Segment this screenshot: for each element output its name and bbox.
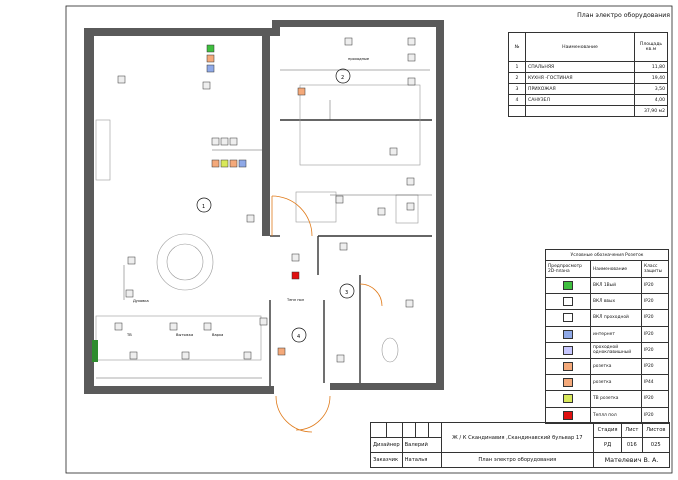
- legend-caption: Условные обозначения Розеток: [545, 249, 669, 261]
- legend-class: IP20: [641, 341, 669, 359]
- legend-name: ВКЛ 1Вый: [590, 276, 642, 295]
- rooms-cell: 4: [508, 94, 526, 106]
- stamp-cell: [401, 422, 416, 438]
- switch-pass-icon: [563, 313, 573, 323]
- rooms-cell: 4,00: [634, 94, 668, 106]
- doors: [271, 195, 383, 433]
- internet-socket-icon: [563, 329, 573, 339]
- room-markers: [196, 68, 355, 343]
- table-row: 1 СПАЛЬНЯЯ 11,80: [508, 61, 668, 73]
- legend-name: ТВ розетка: [590, 390, 642, 408]
- rooms-table-header: № Наименование Площадь кв.м: [508, 32, 668, 62]
- wiring: [96, 69, 432, 379]
- legend-name: ВКЛ проходной: [590, 309, 642, 327]
- legend-class: IP20: [641, 309, 669, 327]
- rooms-cell: 11,80: [634, 61, 668, 73]
- legend-name: проходной одноклавишный: [590, 341, 642, 359]
- project-name: Ж / К Скандинавия ,Скандинавский бульвар…: [440, 422, 595, 453]
- tv-socket-icon: [563, 394, 573, 404]
- rooms-cell: ПРИХОЖАЯ: [525, 83, 635, 95]
- stamp-cell: [414, 422, 429, 438]
- heated-floor-icon: [563, 410, 573, 420]
- legend-name: Теплл пол: [590, 406, 642, 424]
- window-green: [92, 340, 98, 362]
- rooms-cell: [525, 105, 635, 117]
- author-name: Мателевич В. А.: [593, 452, 670, 468]
- rooms-table: № Наименование Площадь кв.м 1 СПАЛЬНЯЯ 1…: [508, 32, 668, 117]
- legend-name: розетка: [590, 357, 642, 376]
- legend-class: IP44: [641, 374, 669, 392]
- furniture: [95, 84, 421, 363]
- rooms-col-name: Наименование: [525, 32, 635, 62]
- customer-name: Наталья: [401, 452, 442, 468]
- designer-name: Валерий: [401, 437, 442, 453]
- sheets-label: Листов: [641, 422, 671, 438]
- legend-name: ВКЛ ввых: [590, 293, 642, 311]
- designer-role: Дизайнер: [370, 437, 403, 453]
- legend-header: Предпросмотр 2D-плана Наименование Класс…: [545, 260, 669, 278]
- socket-icon: [563, 362, 573, 372]
- rooms-cell: СПАЛЬНЯЯ: [525, 61, 635, 73]
- stamp-cell: [385, 422, 403, 438]
- title-block: Ж / К Скандинавия ,Скандинавский бульвар…: [370, 422, 671, 468]
- legend-table: Условные обозначения Розеток Предпросмот…: [545, 249, 669, 424]
- table-row: 4 САНУЗЕЛ 4,00: [508, 94, 668, 106]
- sheets-value: 025: [641, 437, 671, 453]
- switch-green-icon: [563, 281, 573, 291]
- sheet-frame: [65, 5, 673, 474]
- legend-col-symbol: Предпросмотр 2D-плана: [545, 260, 591, 278]
- sheet-label: Лист: [621, 422, 643, 438]
- table-row: 3 ПРИХОЖАЯ 3,50: [508, 83, 668, 95]
- sheet-value: 016: [621, 437, 643, 453]
- legend-class: IP20: [641, 406, 669, 424]
- legend-name: интернет: [590, 325, 642, 343]
- rooms-total: 37,90 м2: [634, 105, 668, 117]
- device-symbols: [114, 37, 416, 363]
- socket-ip44-icon: [563, 378, 573, 388]
- stamp-cell: [370, 422, 387, 438]
- legend-class: IP20: [641, 357, 669, 376]
- interior-walls: [269, 119, 432, 386]
- rooms-cell: 1: [508, 61, 526, 73]
- switch-double-icon: [563, 297, 573, 307]
- sheet-name: План электро оборудования: [440, 452, 595, 468]
- rooms-cell: САНУЗЕЛ: [525, 94, 635, 106]
- rooms-cell: 3: [508, 83, 526, 95]
- rooms-col-area: Площадь кв.м: [634, 32, 668, 62]
- rooms-col-num: №: [508, 32, 526, 62]
- rooms-cell: [508, 105, 526, 117]
- rooms-cell: КУХНЯ -ГОСТИНАЯ: [525, 72, 635, 84]
- rooms-total-row: 37,90 м2: [508, 105, 668, 117]
- stamp-cell: [427, 422, 442, 438]
- rooms-cell: 2: [508, 72, 526, 84]
- pass-single-switch-icon: [563, 345, 573, 355]
- exterior-walls: [84, 20, 444, 394]
- legend-name: розетка: [590, 374, 642, 392]
- customer-role: Заказчик: [370, 452, 403, 468]
- stage-label: Стадия: [593, 422, 623, 438]
- legend-class: IP20: [641, 293, 669, 311]
- legend-col-class: Класс защиты: [641, 260, 669, 278]
- legend-col-name: Наименование: [590, 260, 642, 278]
- legend-class: IP20: [641, 325, 669, 343]
- rooms-cell: 19,40: [634, 72, 668, 84]
- stage-value: РД: [593, 437, 623, 453]
- table-row: 2 КУХНЯ -ГОСТИНАЯ 19,40: [508, 72, 668, 84]
- legend-class: IP20: [641, 276, 669, 295]
- sheet-title: План электро оборудования: [577, 12, 670, 19]
- legend-class: IP20: [641, 390, 669, 408]
- rooms-cell: 3,50: [634, 83, 668, 95]
